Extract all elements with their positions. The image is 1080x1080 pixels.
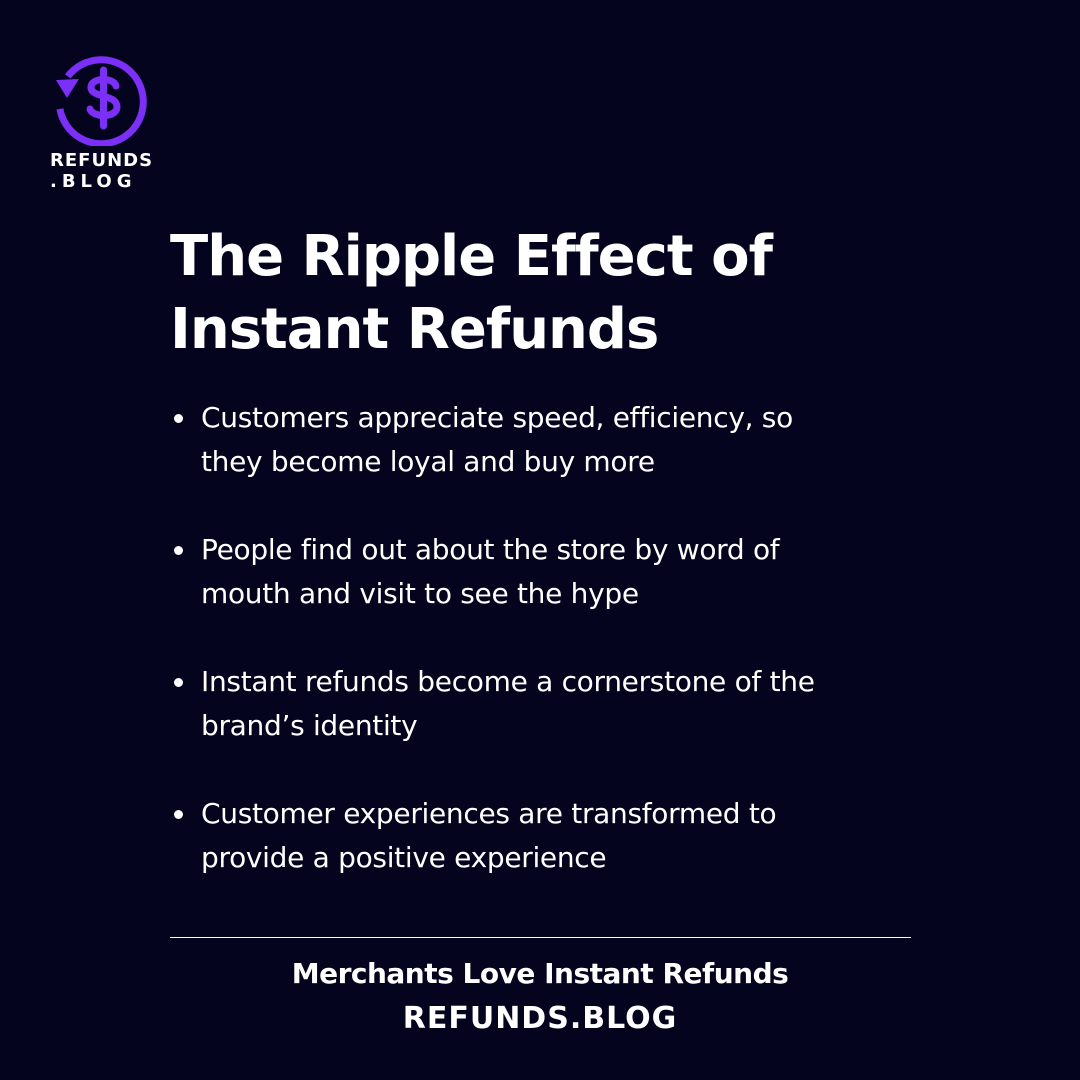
bullet-dot-icon — [174, 678, 183, 687]
bullet-line: Instant refunds become a cornerstone of … — [201, 665, 815, 698]
bullet-line: they become loyal and buy more — [201, 445, 655, 478]
title-line-1: The Ripple Effect of — [170, 224, 773, 289]
page-title: The Ripple Effect of Instant Refunds — [170, 220, 930, 366]
footer-divider — [170, 937, 911, 938]
footer-tagline: Merchants Love Instant Refunds — [291, 957, 789, 990]
dollar-refund-icon — [56, 56, 147, 146]
bullet-item: People find out about the store by word … — [170, 528, 930, 616]
bullet-item: Customer experiences are transformed to … — [170, 792, 930, 880]
bullet-line: brand’s identity — [201, 709, 418, 742]
footer: Merchants Love Instant Refunds REFUNDS.B… — [0, 952, 1080, 1042]
bullet-item: Instant refunds become a cornerstone of … — [170, 660, 930, 748]
title-line-2: Instant Refunds — [170, 297, 659, 362]
footer-site-link[interactable]: REFUNDS.BLOG — [402, 1001, 678, 1036]
logo-line-1: REFUNDS — [50, 150, 154, 171]
bullet-dot-icon — [174, 414, 183, 423]
bullet-line: provide a positive experience — [201, 841, 607, 874]
logo-line-2: .BLOG — [50, 171, 137, 192]
bullet-dot-icon — [174, 810, 183, 819]
brand-logo: REFUNDS .BLOG — [50, 50, 160, 192]
bullet-item: Customers appreciate speed, efficiency, … — [170, 396, 930, 484]
bullet-list: Customers appreciate speed, efficiency, … — [170, 396, 930, 924]
bullet-line: mouth and visit to see the hype — [201, 577, 639, 610]
bullet-line: Customers appreciate speed, efficiency, … — [201, 401, 793, 434]
bullet-line: People find out about the store by word … — [201, 533, 780, 566]
bullet-line: Customer experiences are transformed to — [201, 797, 777, 830]
logo-wordmark: REFUNDS .BLOG — [50, 150, 160, 192]
bullet-dot-icon — [174, 546, 183, 555]
